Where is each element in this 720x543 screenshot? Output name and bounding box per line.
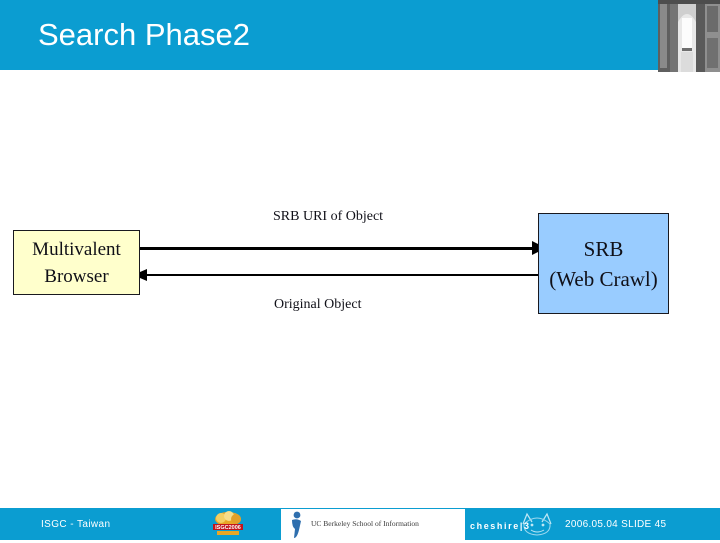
- building-facade-photo: [658, 0, 720, 72]
- node-multivalent-browser: Multivalent Browser: [13, 230, 140, 295]
- cheshire-logo-text: cheshire|3: [470, 521, 531, 531]
- svg-text:ISGC2006: ISGC2006: [215, 525, 241, 531]
- page-title: Search Phase2: [38, 17, 250, 52]
- uc-berkeley-logo-text: UC Berkeley School of Information: [311, 519, 419, 528]
- node-multivalent-browser-line1: Multivalent: [32, 238, 121, 260]
- isgc-logo: ISGC2006: [209, 510, 247, 538]
- node-srb-web-crawl: SRB (Web Crawl): [538, 213, 669, 314]
- footer-slide-info: 2006.05.04 SLIDE 45: [565, 519, 667, 530]
- edge-label-srb-uri: SRB URI of Object: [273, 209, 384, 224]
- node-srb-line2: (Web Crawl): [549, 266, 658, 291]
- isgc-logo-art: ISGC2006: [213, 511, 243, 535]
- response-arrow-line: [146, 274, 538, 276]
- building-facade-photo-art: [658, 0, 720, 72]
- uc-berkeley-logo: UC Berkeley School of Information: [281, 509, 465, 540]
- uc-berkeley-logo-mark: [292, 511, 301, 538]
- node-multivalent-browser-line2: Browser: [44, 265, 109, 287]
- cheshire-logo: cheshire|3: [470, 510, 560, 540]
- request-arrow-line: [140, 247, 545, 250]
- node-srb-line1: SRB: [583, 236, 624, 261]
- slide-header-band: [0, 0, 720, 70]
- footer-organization-label: ISGC - Taiwan: [41, 519, 111, 530]
- cheshire-cat-icon: [522, 512, 552, 536]
- edge-label-original-object: Original Object: [274, 297, 362, 312]
- search-phase2-diagram: SRB URI of Object Original Object Multiv…: [0, 70, 720, 508]
